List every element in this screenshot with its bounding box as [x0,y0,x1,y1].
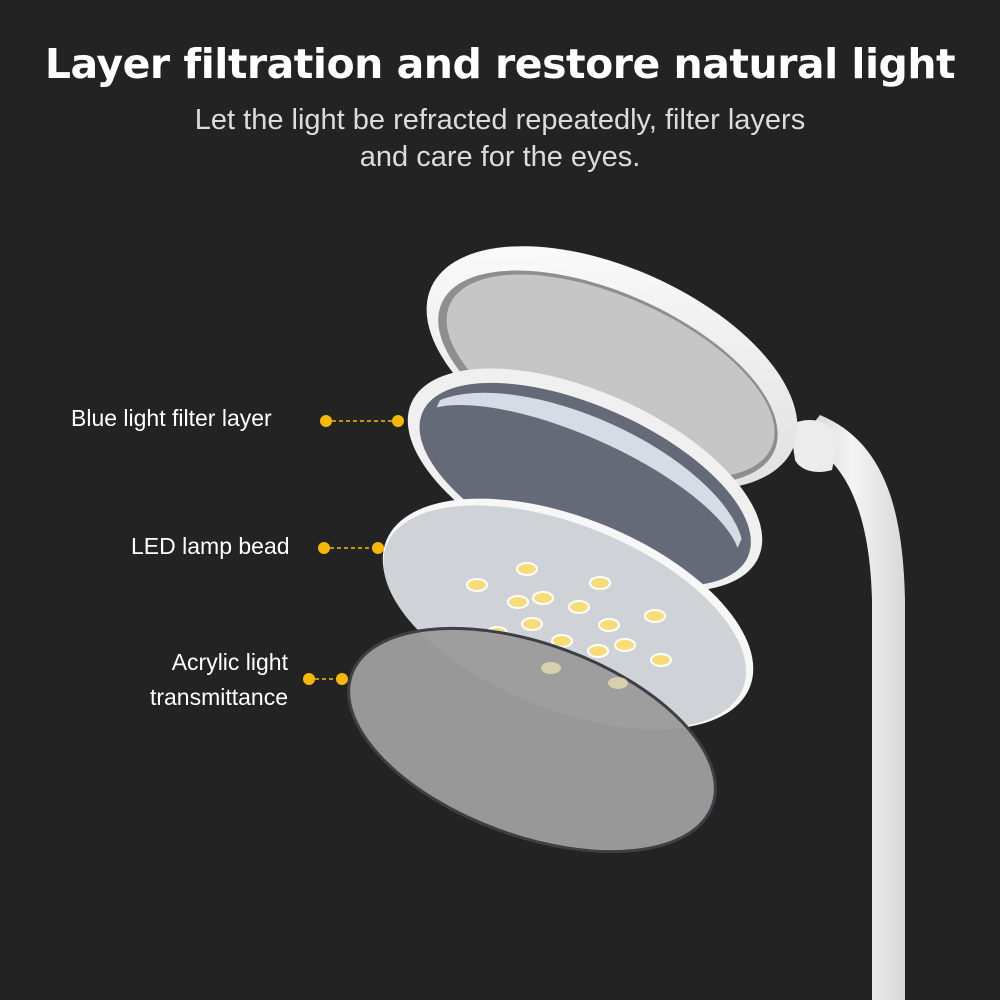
callout-connector-3 [303,673,348,685]
blue-light-filter-layer-icon [407,368,763,592]
callout-connector-2 [318,542,384,554]
subtitle-line-2: and care for the eyes. [359,141,641,173]
callout-label-blue-light-filter: Blue light filter layer [71,405,272,431]
page-subtitle: Let the light be refracted repeatedly, f… [0,102,1000,176]
callout-label-acrylic: Acrylic light transmittance [120,645,288,715]
callout-label-acrylic-line-2: transmittance [149,684,288,710]
callout-connector-1 [320,415,404,427]
acrylic-visible-beads-icon [541,662,628,689]
gooseneck-arm-icon [790,415,905,1000]
subtitle-line-1: Let the light be refracted repeatedly, f… [194,104,806,136]
callout-label-led-lamp-bead: LED lamp bead [131,533,290,559]
page-title: Layer filtration and restore natural lig… [44,40,956,88]
callout-label-acrylic-line-1: Acrylic light [171,649,288,675]
